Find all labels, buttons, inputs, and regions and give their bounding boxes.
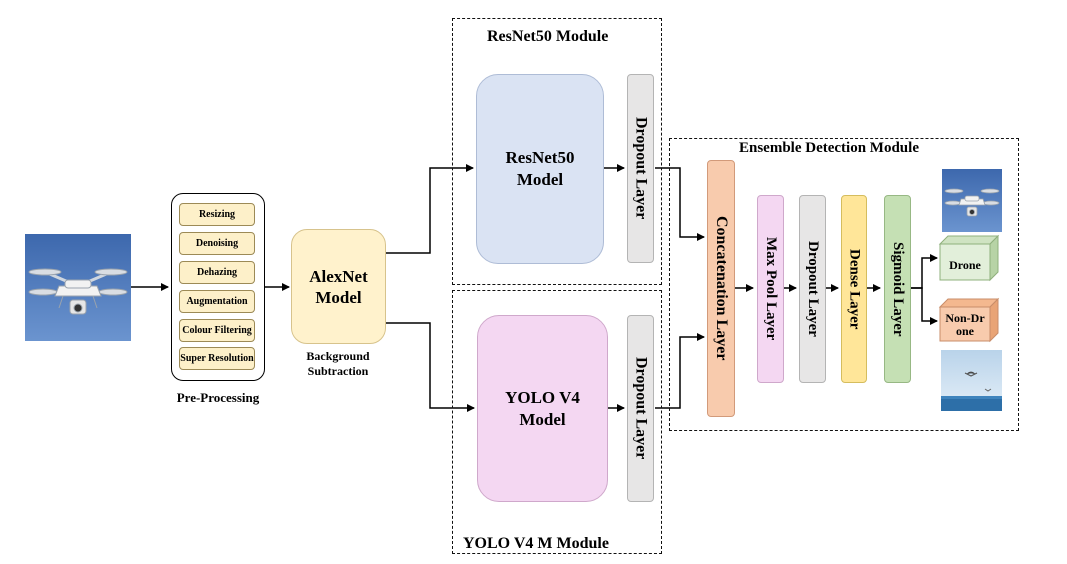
alexnet-model-box: AlexNet Model (291, 229, 386, 344)
preprocess-augmentation: Augmentation (179, 290, 255, 313)
output-drone-image (942, 169, 1002, 232)
ensemble-dropout-label: Dropout Layer (805, 241, 821, 337)
ensemble-dropout-layer: Dropout Layer (799, 195, 826, 383)
resnet-dropout-label: Dropout Layer (632, 117, 650, 220)
concatenation-layer: Concatenation Layer (707, 160, 735, 417)
resnet50-model-box: ResNet50 Model (476, 74, 604, 264)
preprocessing-block (171, 193, 265, 381)
dense-layer: Dense Layer (841, 195, 867, 383)
dense-layer-label: Dense Layer (846, 248, 863, 330)
yolo-dropout-label: Dropout Layer (632, 357, 650, 460)
drone-output-cube (938, 234, 1000, 282)
nondrone-output-cube (938, 297, 1000, 343)
yolo-v4-model-box: YOLO V4 Model (477, 315, 608, 502)
maxpool-layer: Max Pool Layer (757, 195, 784, 383)
resnet-module-frame (452, 18, 662, 285)
arrow-resnet-dropout-to-concat (655, 167, 705, 241)
preprocess-dehazing: Dehazing (179, 261, 255, 284)
preprocess-resizing: Resizing (179, 203, 255, 226)
nondrone-output-label: Non-Drone (945, 311, 985, 338)
ensemble-module-title: Ensemble Detection Module (739, 140, 919, 156)
preprocessing-caption: Pre-Processing (176, 390, 260, 405)
ensemble-module-frame (669, 138, 1019, 431)
input-drone-image (25, 234, 131, 341)
yolo-module-frame (452, 290, 662, 554)
yolo-dropout-layer: Dropout Layer (627, 315, 654, 502)
resnet-module-title: ResNet50 Module (487, 28, 609, 45)
preprocess-super-resolution: Super Resolution (179, 347, 255, 370)
arrow-sigmoid-to-nondrone (911, 287, 938, 325)
preprocess-denoising: Denoising (179, 232, 255, 255)
resnet-dropout-layer: Dropout Layer (627, 74, 654, 263)
yolo-module-title: YOLO V4 M Module (463, 535, 609, 552)
drone-output-label: Drone (949, 258, 981, 272)
sigmoid-layer-label: Sigmoid Layer (890, 241, 906, 337)
concatenation-layer-label: Concatenation Layer (713, 216, 730, 361)
arrow-yolo-dropout-to-concat (655, 333, 705, 409)
sigmoid-layer: Sigmoid Layer (884, 195, 911, 383)
maxpool-layer-label: Max Pool Layer (763, 237, 779, 341)
preprocess-colour-filtering: Colour Filtering (179, 319, 255, 342)
arrow-alexnet-to-resnet (386, 164, 474, 254)
alexnet-caption: Background Subtraction (306, 349, 370, 378)
output-birds-image (941, 350, 1002, 411)
